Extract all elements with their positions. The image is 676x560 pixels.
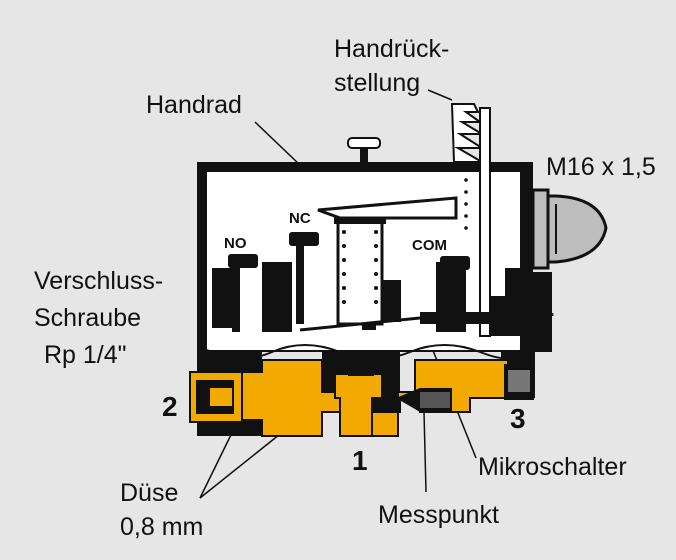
nozzle-label-line2: 0,8 mm: [120, 513, 204, 541]
handwheel-label: Handrad: [146, 91, 242, 119]
test-point-label: Messpunkt: [378, 501, 499, 529]
com-contact-label: COM: [412, 237, 447, 254]
port-3-label: 3: [510, 403, 526, 434]
no-contact-label: NO: [224, 235, 247, 252]
port-1-label: 1: [352, 445, 368, 476]
cable-gland: [531, 188, 608, 270]
reset-plunger: [450, 103, 486, 163]
microswitch-label: Mikroschalter: [478, 453, 627, 481]
manual-reset-label-line2: stellung: [334, 69, 421, 97]
plug-screw-label-line2: Schraube: [34, 304, 142, 332]
plug-screw-label-line1: Verschluss-: [34, 267, 164, 295]
port-2-label: 2: [162, 391, 178, 422]
port-4-label: 4: [538, 295, 554, 326]
manual-reset-label-line1: Handrück-: [334, 35, 450, 63]
plug-screw-label-line3: Rp 1/4": [44, 341, 127, 369]
handwheel-lever: [317, 196, 458, 220]
thread-label: M16 x 1,5: [546, 153, 656, 181]
nozzle-label-line1: Düse: [120, 479, 179, 507]
nc-contact-label: NC: [289, 210, 311, 227]
